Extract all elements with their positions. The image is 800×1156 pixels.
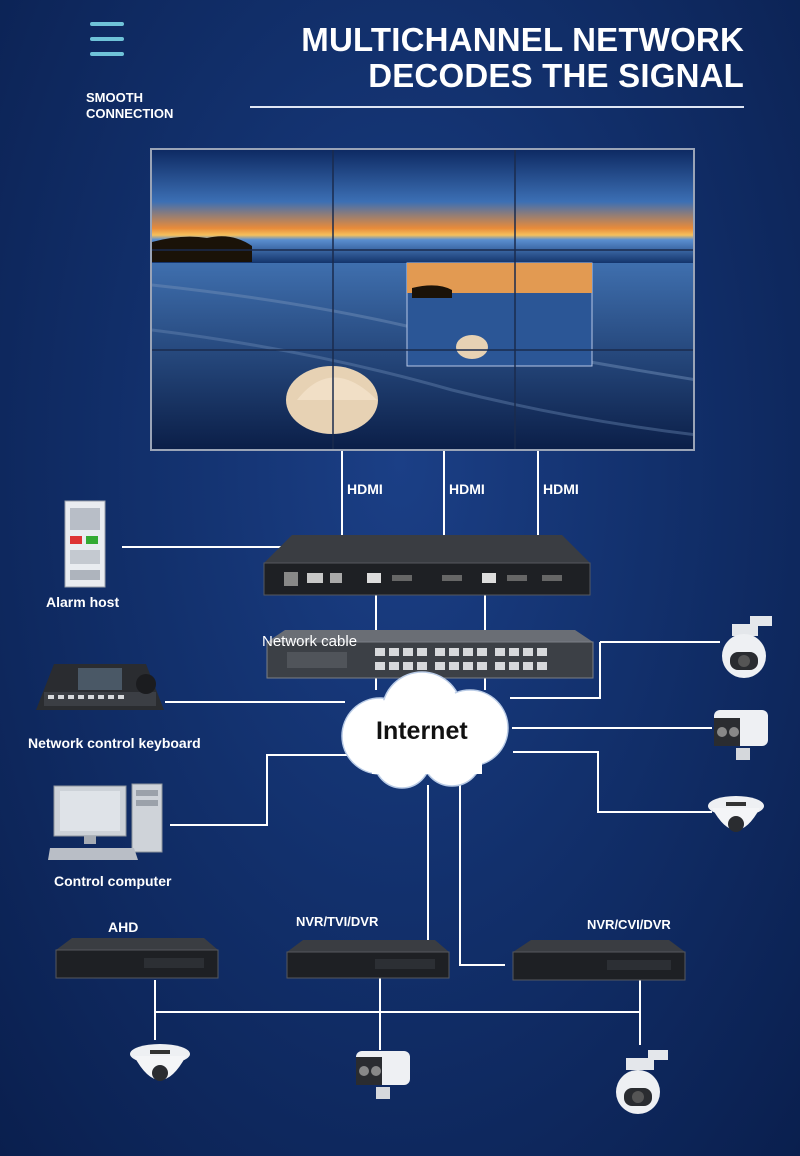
alarm-host-icon — [64, 500, 106, 588]
computer-icon — [48, 783, 163, 860]
network-cable-label: Network cable — [262, 633, 358, 650]
recorder-label-3: NVR/CVI/DVR — [587, 917, 671, 932]
title-divider — [250, 106, 744, 108]
ahd-recorder-icon — [55, 938, 219, 979]
ptz-camera-icon — [616, 1050, 668, 1114]
internet-label: Internet — [376, 717, 468, 745]
nvr-cvi-recorder-icon — [512, 940, 686, 981]
keyboard-label: Network control keyboard — [28, 735, 201, 751]
hdmi-label-2: HDMI — [449, 481, 485, 497]
hamburger-icon[interactable] — [90, 22, 126, 70]
hdmi-label-3: HDMI — [543, 481, 579, 497]
alarm-host-label: Alarm host — [46, 594, 120, 610]
computer-label: Control computer — [54, 873, 172, 889]
dome-camera-icon — [708, 796, 764, 832]
recorder-label-1: AHD — [108, 919, 139, 935]
network-switch-icon — [266, 630, 594, 679]
bullet-camera-icon — [714, 710, 768, 760]
cloud-icon — [341, 671, 509, 789]
hdmi-label-1: HDMI — [347, 481, 383, 497]
decoder-icon — [263, 535, 591, 596]
bullet-camera-icon — [356, 1051, 410, 1099]
video-wall — [150, 148, 695, 451]
nvr-tvi-recorder-icon — [286, 940, 450, 979]
dome-camera-icon — [130, 1044, 190, 1081]
video-wall-icon — [152, 150, 693, 449]
page-title: MULTICHANNEL NETWORK DECODES THE SIGNAL — [301, 21, 744, 94]
keyboard-icon — [36, 664, 164, 710]
recorder-label-2: NVR/TVI/DVR — [296, 914, 379, 929]
ptz-camera-icon — [722, 616, 772, 678]
tagline: SMOOTH CONNECTION — [86, 90, 174, 121]
